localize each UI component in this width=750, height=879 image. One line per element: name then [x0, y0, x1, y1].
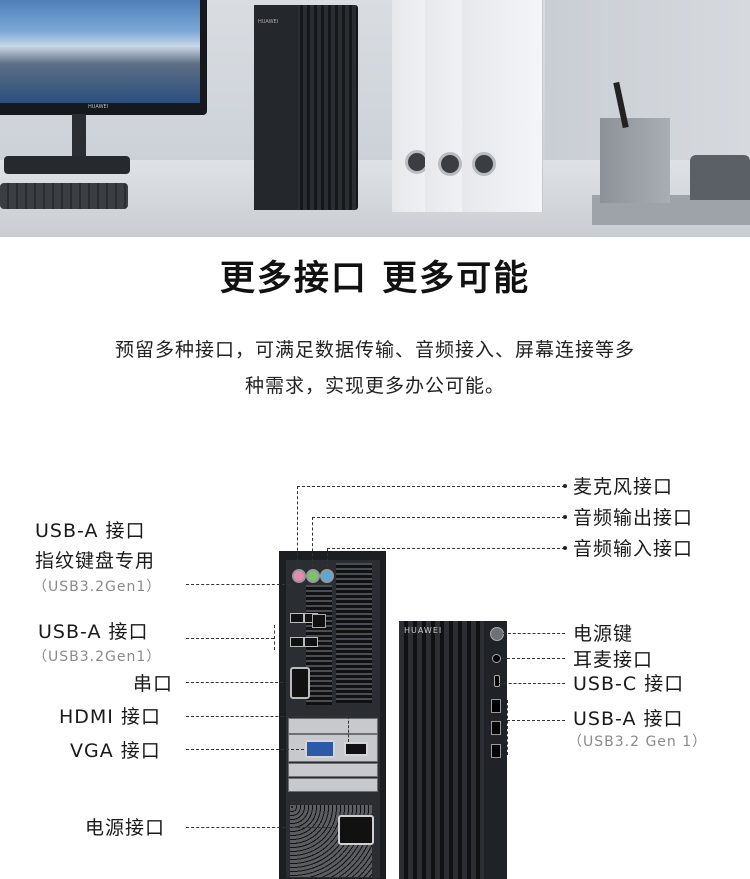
- binder: [462, 0, 543, 212]
- label-usb-a-fingerprint: USB-A 接口: [35, 520, 146, 542]
- callout-line: [503, 633, 565, 634]
- label-usb-a-rear-spec: （USB3.2Gen1）: [33, 649, 162, 665]
- tape-dispenser: [690, 155, 750, 200]
- power-socket: [338, 815, 374, 845]
- callout-line: [186, 584, 290, 585]
- section-title: 更多接口 更多可能: [219, 259, 531, 299]
- description-line-2: 种需求，实现更多办公可能。: [244, 375, 505, 397]
- audio-in-jack: [320, 569, 334, 583]
- keyboard: [0, 183, 128, 209]
- front-usb-a-port: [491, 744, 501, 758]
- callout-line: [312, 517, 313, 567]
- label-usb-a-rear: USB-A 接口: [38, 621, 149, 643]
- callout-line: [312, 517, 565, 518]
- usb-a-port: [290, 613, 304, 623]
- callout-line: [186, 749, 304, 750]
- monitor-brand: HUAWEI: [88, 104, 109, 110]
- callout-line: [186, 682, 288, 683]
- callout-dot: [563, 546, 567, 550]
- label-headset: 耳麦接口: [573, 649, 654, 671]
- front-usb-a-port: [491, 721, 501, 735]
- pc-brand: HUAWEI: [258, 19, 279, 25]
- rear-vent: [306, 585, 332, 705]
- label-power-key: 电源键: [573, 623, 634, 645]
- usb-a-port: [290, 637, 304, 647]
- power-button-icon: [490, 627, 504, 641]
- callout-bracket: [274, 625, 275, 650]
- callout-line: [348, 716, 349, 742]
- label-audio-in: 音频输入接口: [573, 538, 694, 560]
- expansion-slot: [288, 718, 378, 734]
- front-brand: HUAWEI: [404, 626, 443, 635]
- callout-line: [297, 486, 298, 566]
- label-hdmi: HDMI 接口: [59, 706, 161, 728]
- label-usb-a-fingerprint-spec: （USB3.2Gen1）: [33, 579, 162, 595]
- headset-jack: [492, 654, 501, 663]
- serial-port: [290, 667, 310, 699]
- desktop-pc-front: HUAWEI: [254, 5, 298, 210]
- label-usb-a-front: USB-A 接口: [573, 708, 684, 730]
- audio-out-jack: [306, 569, 320, 583]
- callout-line: [499, 683, 565, 684]
- monitor-stand: [72, 114, 86, 159]
- callout-bracket: [507, 700, 508, 755]
- front-usb-a-port: [491, 699, 501, 713]
- label-mic: 麦克风接口: [573, 476, 674, 498]
- callout-line: [297, 486, 565, 487]
- callout-line: [186, 827, 336, 828]
- callout-line: [507, 720, 565, 721]
- rear-vent: [336, 563, 372, 703]
- label-vga: VGA 接口: [70, 740, 161, 762]
- hdmi-port: [344, 742, 368, 756]
- label-serial: 串口: [133, 673, 174, 695]
- label-power-port: 电源接口: [85, 817, 166, 839]
- monitor-screen: [0, 0, 200, 103]
- description-line-1: 预留多种接口，可满足数据传输、音频接入、屏幕连接等多: [114, 339, 635, 361]
- callout-line: [327, 548, 565, 549]
- callout-line: [186, 638, 274, 639]
- binder-ring: [472, 152, 496, 176]
- callout-line: [186, 716, 348, 717]
- usb-a-port: [304, 637, 318, 647]
- label-fingerprint-note: 指纹键盘专用: [35, 550, 156, 572]
- monitor-base: [4, 156, 130, 174]
- expansion-slot: [288, 778, 378, 792]
- monitor: HUAWEI: [0, 0, 207, 115]
- callout-line: [502, 658, 565, 659]
- expansion-slot: [288, 763, 378, 777]
- vga-port: [305, 740, 335, 758]
- usb-c-port: [494, 675, 500, 687]
- label-audio-out: 音频输出接口: [573, 507, 694, 529]
- pen-holder: [600, 118, 670, 203]
- ethernet-port: [312, 614, 326, 628]
- binder-ring: [438, 152, 462, 176]
- callout-dot: [563, 484, 567, 488]
- label-usb-a-front-spec: （USB3.2 Gen 1）: [568, 734, 708, 750]
- label-usb-c: USB-C 接口: [573, 673, 685, 695]
- mic-jack: [292, 569, 306, 583]
- hero-photo: HUAWEI HUAWEI: [0, 0, 750, 237]
- callout-dot: [563, 515, 567, 519]
- callout-line: [327, 548, 328, 567]
